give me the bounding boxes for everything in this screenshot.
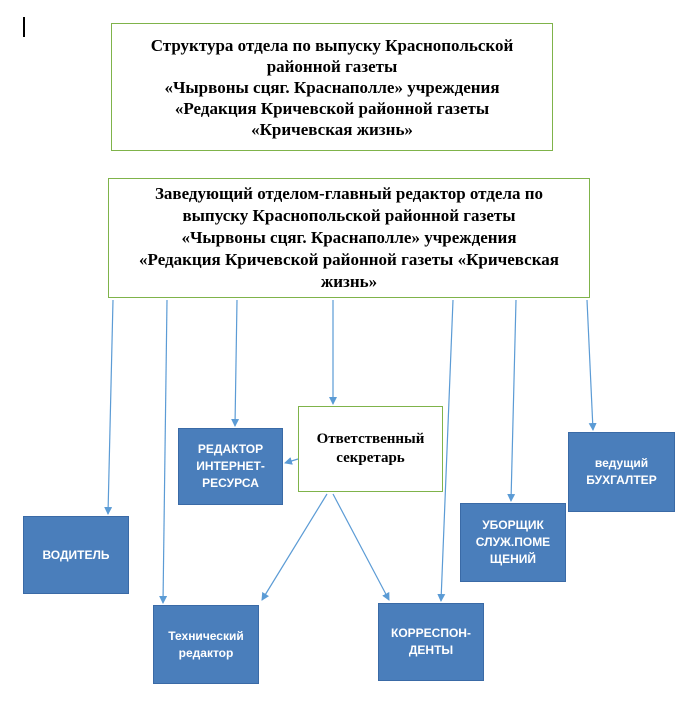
head-line-5: жизнь» [320,272,378,291]
head-editor-box: Заведующий отделом-главный редактор отде… [108,178,590,298]
cleaner-line-3: ЩЕНИЙ [489,552,537,566]
arrow-secretary-to-editor-internet [284,457,299,465]
correspondents-line-2: ДЕНТЫ [408,643,454,657]
editor-internet-line-2: ИНТЕРНЕТ- [196,459,265,473]
head-line-3: «Чырвоны сцяг. Краснаполле» учреждения [181,228,517,247]
arrow-secretary-to-correspondents [332,493,390,601]
tech-editor-box: Технический редактор [153,605,259,684]
cleaner-box: УБОРЩИК СЛУЖ.ПОМЕ ЩЕНИЙ [460,503,566,582]
correspondents-box: КОРРЕСПОН- ДЕНТЫ [378,603,484,681]
accountant-box: ведущий БУХГАЛТЕР [568,432,675,512]
title-line-5: «Кричевская жизнь» [251,119,413,139]
accountant-line-2: БУХГАЛТЕР [586,473,657,487]
arrow-secretary-to-tech-editor [261,493,328,601]
head-line-2: выпуску Краснопольской районной газеты [182,206,516,225]
secretary-box: Ответственный секретарь [298,406,443,492]
secretary-line-1: Ответственный [316,431,425,447]
title-line-1: Структура отдела по выпуску Краснопольск… [150,35,514,55]
driver-label: ВОДИТЕЛЬ [42,547,110,562]
correspondents-line-1: КОРРЕСПОН- [391,626,471,640]
structure-title-box: Структура отдела по выпуску Краснопольск… [111,23,553,151]
arrow-to-editor-internet [231,299,240,427]
arrow-to-driver [104,299,114,515]
arrow-to-correspondents [437,299,454,602]
tech-editor-line-1: Технический [168,628,244,643]
arrow-to-cleaner [507,299,517,502]
editor-internet-line-1: РЕДАКТОР [197,442,264,456]
head-line-1: Заведующий отделом-главный редактор отде… [154,184,544,203]
title-line-3: «Чырвоны сцяг. Краснаполле» учреждения [164,77,500,97]
title-line-4: «Редакция Кричевской районной газеты [174,98,490,118]
arrow-to-tech-editor [159,299,168,604]
head-line-4: «Редакция Кричевской районной газеты «Кр… [139,250,559,269]
editor-internet-line-3: РЕСУРСА [202,476,259,490]
secretary-line-2: секретарь [336,450,405,466]
cleaner-line-2: СЛУЖ.ПОМЕ [475,535,551,549]
driver-box: ВОДИТЕЛЬ [23,516,129,594]
cleaner-line-1: УБОРЩИК [482,518,544,532]
editor-internet-box: РЕДАКТОР ИНТЕРНЕТ- РЕСУРСА [178,428,283,505]
arrow-to-accountant [586,299,597,431]
tech-editor-line-2: редактор [178,645,234,660]
text-cursor [23,17,25,37]
accountant-line-1: ведущий [594,456,649,470]
title-line-2: районной газеты [266,56,398,76]
